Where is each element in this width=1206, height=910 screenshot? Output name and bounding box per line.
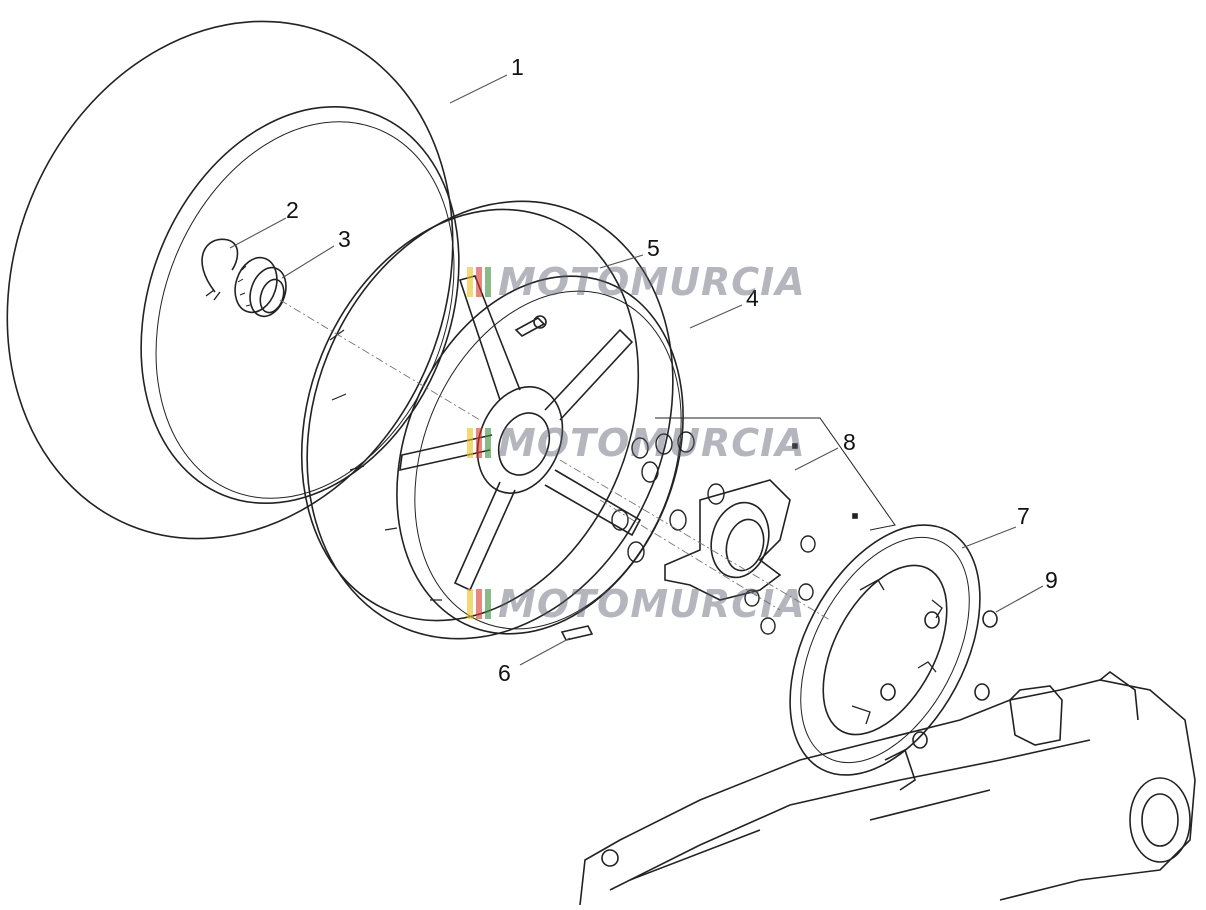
axis-lines: [279, 299, 831, 621]
valve: [514, 315, 547, 337]
watermark-stripes: [467, 267, 491, 297]
circlip: [201, 238, 239, 301]
callout-4: 4: [746, 285, 759, 311]
callout-7: 7: [1017, 503, 1030, 529]
watermark-stripes: [467, 428, 491, 458]
callout-3: 3: [338, 226, 351, 252]
leader-lines: [229, 74, 1044, 666]
callout-5: 5: [647, 235, 660, 261]
watermark-logo: MOTOMURCIA: [498, 421, 806, 465]
callout-8: 8: [843, 429, 856, 455]
callout-1: 1: [511, 54, 524, 80]
bearing: [234, 256, 287, 318]
swingarm: [579, 670, 1196, 906]
callout-6: 6: [498, 660, 511, 686]
watermark-logo: MOTOMURCIA: [498, 260, 806, 304]
callout-2: 2: [286, 197, 299, 223]
watermark-stripes: [467, 589, 491, 619]
disc-bolts: [880, 610, 998, 749]
balance-weight: [560, 625, 594, 641]
brake-disc: [789, 524, 981, 776]
callout-9: 9: [1045, 567, 1058, 593]
watermark-logo: MOTOMURCIA: [498, 582, 806, 626]
hub-carrier: [611, 417, 896, 635]
tyre: [6, 20, 460, 540]
wheel-rim: [300, 200, 684, 640]
